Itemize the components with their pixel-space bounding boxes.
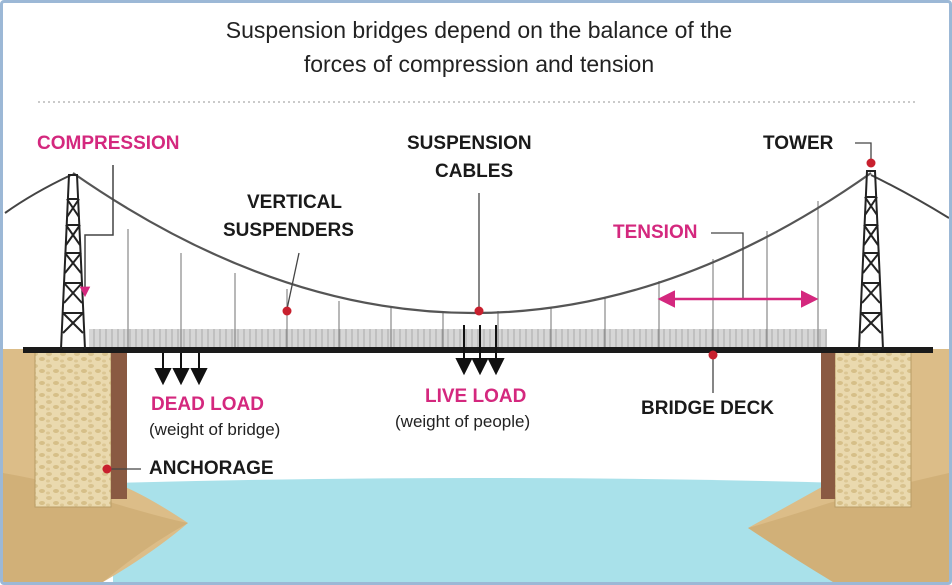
compression-leader: [79, 165, 114, 298]
deck-railing: [89, 329, 827, 349]
live-load-arrows: [455, 325, 505, 376]
live-load-label: LIVE LOAD: [425, 386, 527, 407]
tension-leader: [711, 232, 744, 299]
tower-label: TOWER: [763, 133, 834, 154]
left-backstay-cable: [4, 174, 72, 214]
right-backstay-cable: [870, 174, 949, 219]
tower-leader: [855, 142, 872, 161]
diagram-title: Suspension bridges depend on the balance…: [3, 13, 949, 81]
right-pier: [834, 348, 912, 508]
suspenders-marker: [282, 306, 292, 316]
suspension-cables-label-1: SUSPENSION: [407, 133, 532, 154]
bridge-illustration: [3, 101, 949, 582]
main-suspension-cable: [72, 172, 872, 314]
dead-load-sublabel: (weight of bridge): [149, 420, 281, 439]
tower-marker: [866, 158, 876, 168]
left-pier: [34, 348, 112, 508]
anchorage-label: ANCHORAGE: [149, 458, 274, 479]
dead-load-label: DEAD LOAD: [151, 394, 264, 415]
dead-load-arrows: [154, 353, 208, 386]
suspension-cables-label-2: CABLES: [435, 161, 514, 182]
vertical-suspenders-label-2: SUSPENDERS: [223, 220, 354, 241]
title-line-2: forces of compression and tension: [303, 51, 655, 77]
left-tower: [60, 174, 86, 350]
tension-label: TENSION: [613, 222, 698, 243]
title-line-1: Suspension bridges depend on the balance…: [225, 17, 733, 43]
live-load-sublabel: (weight of people): [395, 412, 531, 431]
cables-marker: [474, 306, 484, 316]
right-tower: [858, 170, 884, 350]
bridge-deck-label: BRIDGE DECK: [641, 398, 775, 419]
deck-marker: [708, 350, 718, 360]
suspenders-leader: [286, 252, 300, 310]
river-water: [113, 478, 843, 582]
anchorage-marker: [102, 464, 112, 474]
compression-label: COMPRESSION: [37, 133, 180, 154]
bridge-deck: [23, 347, 933, 353]
vertical-suspenders-label-1: VERTICAL: [247, 192, 342, 213]
